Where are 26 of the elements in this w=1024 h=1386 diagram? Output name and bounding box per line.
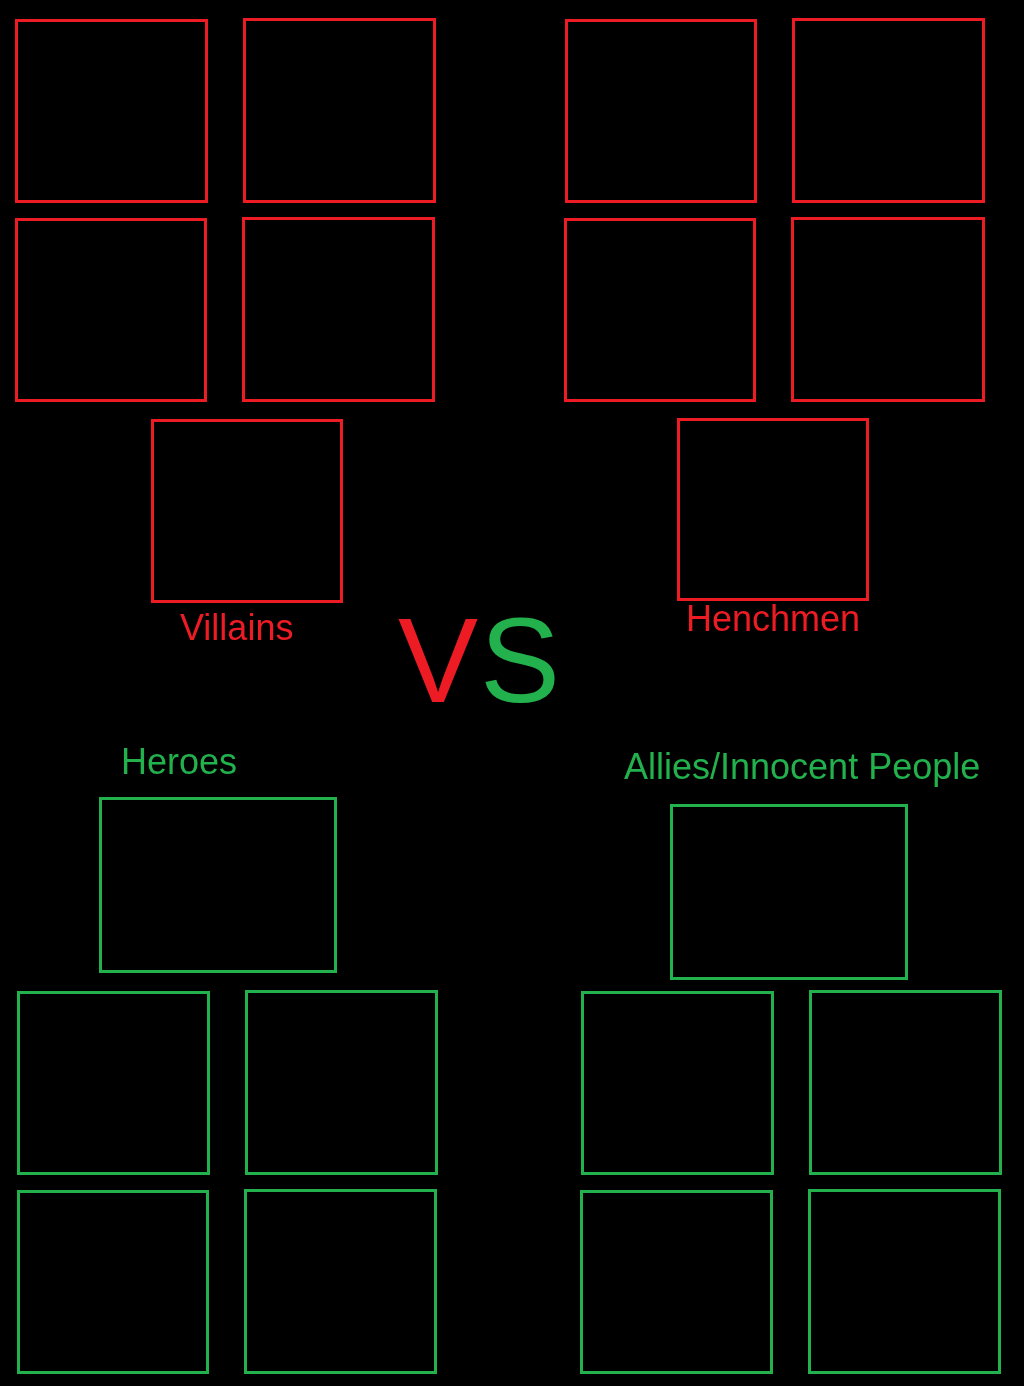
empty-frame	[670, 804, 908, 980]
empty-frame	[244, 1189, 437, 1374]
empty-frame	[17, 991, 210, 1175]
empty-frame	[15, 19, 208, 203]
group-title: Heroes	[121, 744, 238, 780]
empty-frame	[242, 217, 435, 402]
empty-frame	[580, 1190, 773, 1374]
empty-frame	[15, 218, 207, 402]
group-title: Henchmen	[686, 601, 861, 637]
empty-frame	[581, 991, 774, 1175]
empty-frame	[243, 18, 436, 203]
empty-frame	[99, 797, 337, 973]
empty-frame	[809, 990, 1002, 1175]
empty-frame	[151, 419, 343, 603]
empty-frame	[808, 1189, 1001, 1374]
empty-frame	[564, 218, 756, 402]
group-title: Allies/Innocent People	[624, 749, 981, 785]
empty-frame	[791, 217, 985, 402]
versus-letter: V	[398, 600, 479, 720]
empty-frame	[245, 990, 438, 1175]
empty-frame	[677, 418, 869, 601]
versus-letter: S	[480, 600, 561, 720]
empty-frame	[565, 19, 757, 203]
empty-frame	[792, 18, 985, 203]
group-title: Villains	[180, 610, 294, 646]
empty-frame	[17, 1190, 209, 1374]
